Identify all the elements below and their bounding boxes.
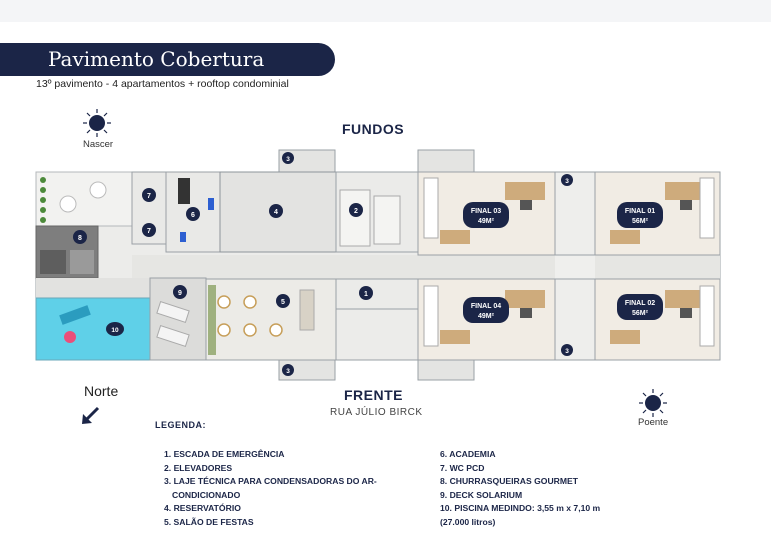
- corridor: [132, 255, 720, 279]
- apt-bottom-protrusion: [417, 359, 475, 381]
- svg-text:3: 3: [565, 348, 569, 355]
- legend-column-right: 6. ACADEMIA 7. WC PCD 8. CHURRASQUEIRAS …: [440, 448, 600, 529]
- marker-1: 1: [359, 286, 373, 300]
- legend-item: 6. ACADEMIA: [440, 449, 496, 459]
- svg-text:2: 2: [354, 208, 358, 215]
- deck-upper: [36, 278, 150, 298]
- north-arrow-icon: [82, 406, 100, 424]
- top-bar: [0, 0, 771, 22]
- legend-item: 7. WC PCD: [440, 462, 485, 473]
- marker-4: 4: [269, 204, 283, 218]
- legend-item: 8. CHURRASQUEIRAS GOURMET: [440, 476, 578, 486]
- apt-area: 49M²: [478, 313, 495, 320]
- apt-name: FINAL 02: [625, 300, 655, 307]
- marker-7-lower: 7: [142, 223, 156, 237]
- sunset-icon: [639, 389, 667, 417]
- marker-3-bottom-left: 3: [282, 364, 294, 376]
- svg-text:3: 3: [286, 156, 290, 163]
- legend-item: 9. DECK SOLARIUM: [440, 489, 523, 500]
- marker-3-top-left: 3: [282, 152, 294, 164]
- apt-top-protrusion: [417, 149, 475, 173]
- apt-name: FINAL 01: [625, 208, 655, 215]
- salao-de-festas: [205, 278, 337, 361]
- svg-text:5: 5: [281, 299, 285, 306]
- top-side-label: FUNDOS: [342, 121, 405, 137]
- svg-text:3: 3: [565, 178, 569, 185]
- marker-2: 2: [349, 203, 363, 217]
- legend-item: 2. ELEVADORES: [164, 462, 233, 473]
- legend-item: 3. LAJE TÉCNICA PARA CONDENSADORAS DO AR…: [164, 476, 377, 486]
- marker-3-top-right: 3: [561, 174, 573, 186]
- bottom-side-label: FRENTE: [344, 387, 403, 403]
- legend-title: LEGENDA:: [155, 420, 206, 430]
- sunrise-label: Nascer: [83, 139, 114, 150]
- marker-5: 5: [276, 294, 290, 308]
- apt-name: FINAL 04: [471, 303, 501, 310]
- svg-text:1: 1: [364, 291, 368, 298]
- svg-text:8: 8: [78, 235, 82, 242]
- escada: [335, 278, 419, 310]
- apt-area: 56M²: [632, 218, 649, 225]
- apt-label-final-01: FINAL 01 56M²: [617, 202, 663, 228]
- marker-10: 10: [106, 322, 124, 336]
- apt-area: 49M²: [478, 218, 495, 225]
- legend-item: CONDICIONADO: [172, 489, 241, 500]
- svg-text:9: 9: [178, 290, 182, 297]
- marker-8: 8: [73, 230, 87, 244]
- marker-6: 6: [186, 207, 200, 221]
- svg-text:7: 7: [147, 193, 151, 200]
- legend-item: 5. SALÃO DE FESTAS: [164, 516, 254, 527]
- marker-3-bottom-right: 3: [561, 344, 573, 356]
- svg-text:10: 10: [111, 327, 119, 334]
- svg-text:4: 4: [274, 209, 278, 216]
- apt-area: 56M²: [632, 310, 649, 317]
- marker-9: 9: [173, 285, 187, 299]
- legend-item: 10. PISCINA MEDINDO: 3,55 m x 7,10 m: [440, 503, 601, 513]
- svg-text:3: 3: [286, 368, 290, 375]
- pool: [35, 297, 151, 361]
- sunrise-icon: [83, 109, 111, 137]
- legend-item: 4. RESERVATÓRIO: [164, 503, 241, 513]
- marker-7-upper: 7: [142, 188, 156, 202]
- title-banner: [0, 43, 335, 76]
- page-subtitle: 13º pavimento - 4 apartamentos + rooftop…: [36, 78, 289, 90]
- apt-name: FINAL 03: [471, 208, 501, 215]
- street-name: RUA JÚLIO BIRCK: [330, 407, 423, 418]
- legend-column-left: 1. ESCADA DE EMERGÊNCIA 2. ELEVADORES 3.…: [164, 448, 377, 529]
- north-label: Norte: [84, 383, 119, 399]
- apt-label-final-02: FINAL 02 56M²: [617, 294, 663, 320]
- apt-label-final-03: FINAL 03 49M²: [463, 202, 509, 228]
- apt-label-final-04: FINAL 04 49M²: [463, 297, 509, 323]
- svg-text:6: 6: [191, 212, 195, 219]
- page-title: Pavimento Cobertura: [48, 47, 265, 71]
- sunset-label: Poente: [638, 417, 669, 428]
- legend-item: (27.000 litros): [440, 516, 496, 527]
- legend-item: 1. ESCADA DE EMERGÊNCIA: [164, 449, 285, 459]
- terrace: [35, 171, 133, 227]
- svg-text:7: 7: [147, 228, 151, 235]
